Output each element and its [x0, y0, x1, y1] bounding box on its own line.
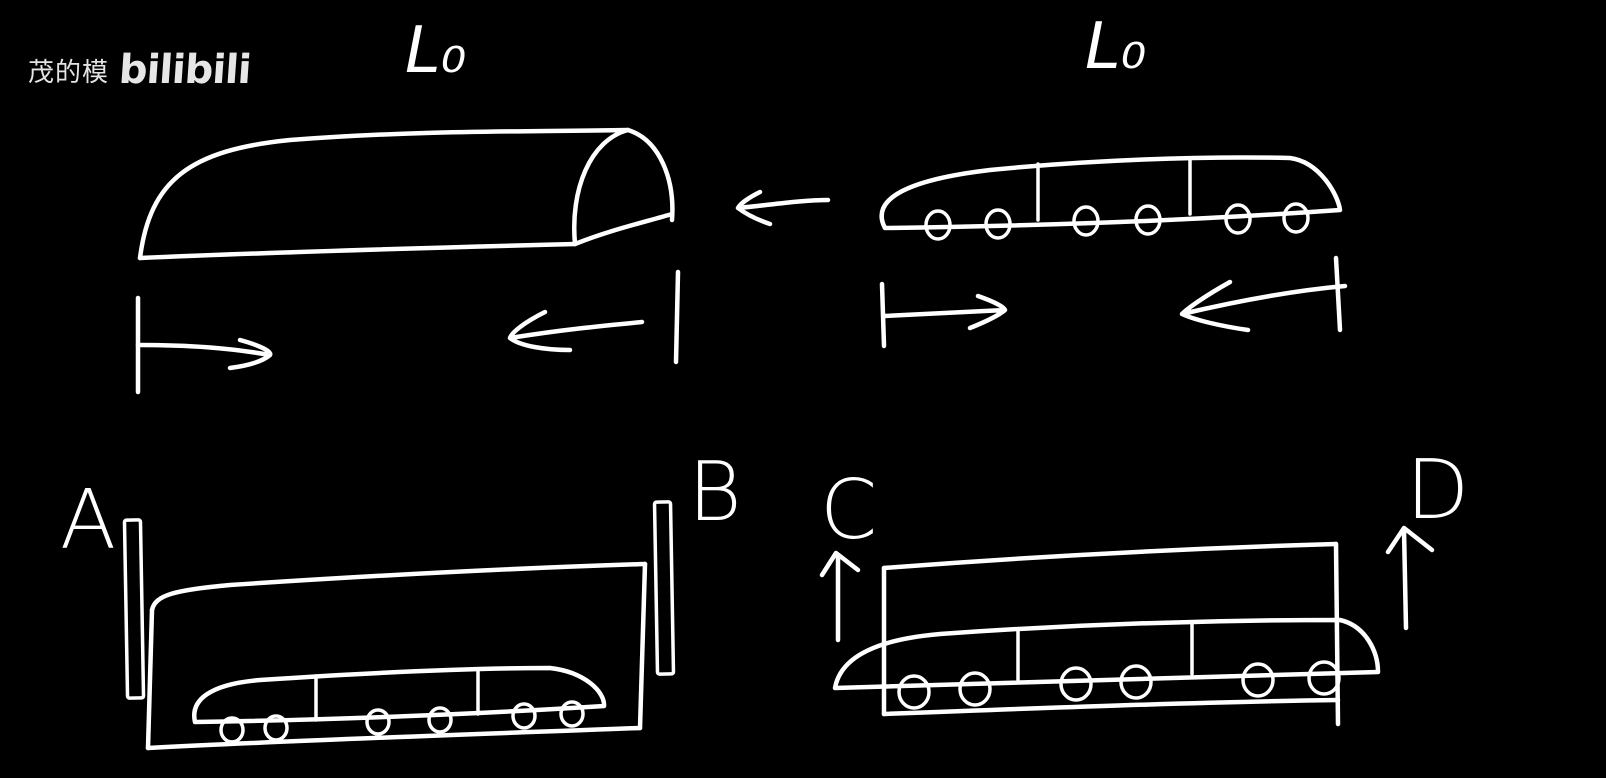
- train-measure-right-tick: [1333, 255, 1343, 333]
- train-overlap-body: [832, 617, 1381, 691]
- tunnel-front-floor: [145, 725, 643, 751]
- tunnel-length-measure: [135, 269, 681, 395]
- measure-right-arrow: [507, 309, 645, 353]
- train-inside-body: [192, 665, 607, 725]
- tunnel-portal-base: [572, 211, 675, 247]
- train-top-drawing: [879, 155, 1343, 241]
- label-d: D: [1406, 443, 1469, 538]
- tunnel-portal-arch: [572, 127, 675, 247]
- label-c: C: [820, 463, 877, 558]
- gate-b: [652, 500, 676, 676]
- train-overlap: [832, 617, 1381, 710]
- train-inside-wheel-1: [219, 716, 245, 744]
- train-top-wheel-6: [1282, 202, 1310, 234]
- train-overlap-wheel-3: [1059, 666, 1093, 702]
- tunnel-front-view: [145, 561, 648, 751]
- train-length-label: L₀: [1085, 10, 1146, 84]
- train-overlap-wheel-4: [1119, 664, 1153, 700]
- label-a: A: [60, 473, 116, 568]
- train-measure-left-arrow: [881, 293, 1008, 331]
- measure-right-tick: [673, 269, 681, 365]
- train-top-wheel-5: [1224, 203, 1252, 235]
- bilibili-logo: bilibili: [117, 47, 253, 93]
- arrow-up-c: [819, 550, 861, 643]
- train-overlap-wheel-6: [1307, 660, 1341, 696]
- tunnel-length-label: L₀: [405, 14, 466, 88]
- train-top-wheel-3: [1072, 205, 1100, 237]
- train-top-wheel-2: [984, 208, 1012, 240]
- tunnel-drawing: [137, 127, 675, 261]
- train-overlap-wheel-5: [1241, 662, 1275, 698]
- train-inside-tunnel: [192, 665, 607, 744]
- train-inside-wheel-4: [427, 706, 453, 734]
- overlap-box-top: [881, 541, 1339, 571]
- train-top-wheel-4: [1134, 204, 1162, 236]
- overlap-box-right: [1333, 541, 1341, 727]
- train-top-wheel-1: [924, 209, 952, 241]
- tunnel-front-top: [149, 561, 648, 613]
- train-inside-wheel-6: [559, 700, 585, 728]
- tunnel-front-left-wall: [145, 607, 155, 751]
- train-top-body: [879, 155, 1343, 231]
- train-length-measure: [879, 255, 1348, 349]
- train-measure-right-arrow: [1179, 279, 1348, 333]
- gate-a: [122, 518, 146, 700]
- train-motion-arrow: [735, 189, 831, 227]
- train-inside-wheel-2: [263, 714, 289, 742]
- overlap-box-bottom: [881, 697, 1341, 717]
- train-overlap-wheel-1: [897, 674, 931, 710]
- tunnel-base: [137, 241, 578, 261]
- train-inside-wheel-3: [365, 708, 391, 736]
- train-inside-wheel-5: [511, 702, 537, 730]
- train-overlap-wheel-2: [958, 671, 992, 707]
- tunnel-arch: [137, 127, 631, 261]
- arrow-up-d: [1385, 525, 1435, 631]
- label-b: B: [688, 445, 742, 540]
- tunnel-front-right-wall: [637, 561, 648, 731]
- watermark: 茂的模 bilibili: [28, 44, 253, 96]
- watermark-user: 茂的模: [28, 57, 110, 88]
- measure-left-arrow: [135, 337, 273, 371]
- tunnel-overlap-box: [881, 541, 1341, 727]
